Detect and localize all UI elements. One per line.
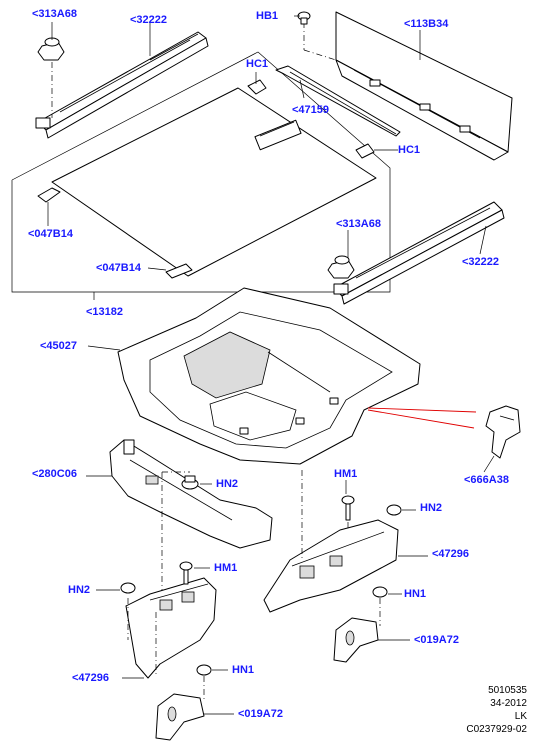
- reference-date: 34-2012: [490, 698, 527, 709]
- mounting-bracket-right: [333, 617, 379, 663]
- rear-support-right: [263, 470, 399, 613]
- retaining-clip-mid: [327, 255, 355, 279]
- hb1-bolt: [297, 11, 311, 25]
- hook-clip-top: [247, 79, 267, 95]
- callout-hn1-right: HN1: [404, 588, 427, 600]
- callout-313a68-mid: <313A68: [336, 218, 381, 230]
- load-floor-panel: [11, 51, 391, 293]
- hn2-nut-center: [181, 475, 199, 490]
- callout-047b14-mid: <047B14: [96, 262, 141, 274]
- hook-clip-right: [355, 143, 375, 159]
- floor-clip-left: [37, 187, 61, 226]
- callout-019a72-bottom: <019A72: [238, 708, 283, 720]
- support-strap: [275, 65, 401, 137]
- rear-panel: [303, 11, 513, 161]
- highlight-lines: [367, 407, 477, 429]
- callout-45027: <45027: [40, 340, 78, 352]
- hn1-nut-left: [196, 664, 212, 700]
- callout-hn2-right: HN2: [420, 502, 443, 514]
- callout-666a38: <666A38: [464, 474, 509, 486]
- callout-hc1-right: HC1: [398, 144, 421, 156]
- callout-hn1-left: HN1: [232, 664, 255, 676]
- hn2-nut-right: [386, 504, 402, 516]
- hn2-nut-left: [120, 582, 136, 594]
- callout-hm1-left: HM1: [214, 562, 238, 574]
- callout-280c06: <280C06: [32, 468, 77, 480]
- leader-lines: [51, 15, 495, 715]
- callout-hn2-left: HN2: [68, 584, 91, 596]
- callout-47159: <47159: [292, 104, 330, 116]
- callout-313a68-top: <313A68: [32, 8, 77, 20]
- retaining-clip-top: [37, 37, 65, 118]
- floor-tub: [117, 287, 421, 465]
- floor-clip-mid: [165, 263, 193, 279]
- callout-47296-left: <47296: [72, 672, 110, 684]
- rear-support-left: [125, 577, 217, 679]
- callout-hm1-right: HM1: [334, 468, 358, 480]
- reference-drawing-id: C0237929-02: [466, 724, 527, 735]
- callout-hb1: HB1: [256, 10, 279, 22]
- callout-32222-mid: <32222: [462, 256, 500, 268]
- reference-block: 5010535 34-2012 LK C0237929-02: [466, 684, 527, 736]
- hn1-nut-right: [372, 586, 388, 626]
- side-trim-rail-right: [333, 201, 505, 305]
- callout-13182: <13182: [86, 306, 124, 318]
- carrier-bracket-left: [109, 439, 273, 604]
- callout-hc1-top: HC1: [246, 58, 269, 70]
- callout-019a72-right: <019A72: [414, 634, 459, 646]
- hm1-screw-left: [179, 561, 193, 585]
- callout-47296-right: <47296: [432, 548, 470, 560]
- side-trim-rail-left: [35, 31, 209, 139]
- callout-047b14-left: <047B14: [28, 228, 73, 240]
- callout-hn2-center: HN2: [216, 478, 239, 490]
- callout-32222-top: <32222: [130, 14, 168, 26]
- reference-code: LK: [514, 711, 527, 722]
- reference-number: 5010535: [488, 685, 527, 696]
- bracket-666a38: [485, 405, 521, 459]
- mounting-bracket-bottom: [155, 693, 205, 741]
- callout-113b34: <113B34: [404, 18, 449, 30]
